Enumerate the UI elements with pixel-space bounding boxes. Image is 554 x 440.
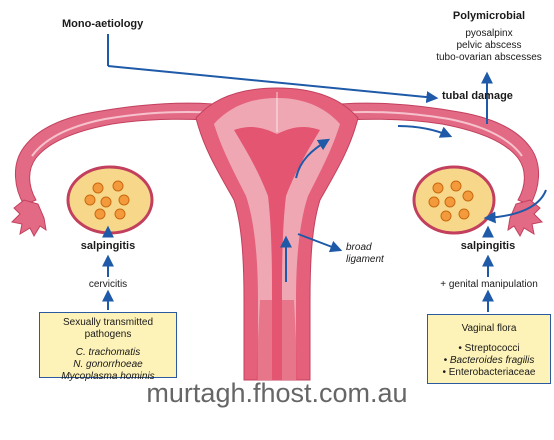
right-follicle — [445, 197, 455, 207]
left-fimbriae — [12, 200, 46, 236]
source-watermark: murtagh.fhost.com.au — [0, 378, 554, 409]
sti-pathogen-item: C. trachomatis — [40, 347, 176, 359]
right-follicle — [463, 191, 473, 201]
vaginal-flora-box: Vaginal flora • Streptococci • Bacteroid… — [427, 314, 551, 384]
polymicrobial-item: tubo-ovarian abscesses — [424, 52, 554, 63]
polymicrobial-item: pelvic abscess — [424, 40, 554, 51]
broad-ligament-label: broad ligament — [346, 242, 384, 266]
left-follicle — [113, 181, 123, 191]
flora-item: • Bacteroides fragilis — [428, 355, 550, 367]
polymicrobial-item: pyosalpinx — [424, 28, 554, 39]
polymicrobial-label: Polymicrobial — [430, 10, 548, 22]
broad-label-line1: broad — [346, 242, 384, 254]
flora-box-title: Vaginal flora — [428, 323, 550, 335]
cervix — [256, 300, 298, 380]
mono-aetiology-label: Mono-aetiology — [62, 18, 143, 30]
broad-label-line2: ligament — [346, 254, 384, 266]
left-follicle — [85, 195, 95, 205]
flora-item: • Streptococci — [428, 343, 550, 355]
right-follicle — [459, 209, 469, 219]
sti-pathogens-box: Sexually transmitted pathogens C. tracho… — [39, 312, 177, 378]
genital-manipulation-label: + genital manipulation — [424, 279, 554, 290]
tube-ascending-arrow — [398, 126, 450, 136]
right-follicle — [429, 197, 439, 207]
left-follicle — [95, 209, 105, 219]
tubal-damage-label: tubal damage — [442, 90, 513, 102]
left-follicle — [93, 183, 103, 193]
sti-box-title-line: Sexually transmitted — [40, 317, 176, 329]
salpingitis-right-label: salpingitis — [450, 240, 526, 252]
right-follicle — [433, 183, 443, 193]
right-fimbriae — [508, 200, 542, 236]
left-follicle — [119, 195, 129, 205]
left-follicle — [101, 197, 111, 207]
right-follicle — [441, 211, 451, 221]
sti-box-title-line: pathogens — [40, 329, 176, 341]
left-follicle — [115, 209, 125, 219]
right-follicle — [451, 181, 461, 191]
cervicitis-label: cervicitis — [70, 279, 146, 290]
salpingitis-left-label: salpingitis — [70, 240, 146, 252]
sti-pathogen-item: N. gonorrhoeae — [40, 359, 176, 371]
